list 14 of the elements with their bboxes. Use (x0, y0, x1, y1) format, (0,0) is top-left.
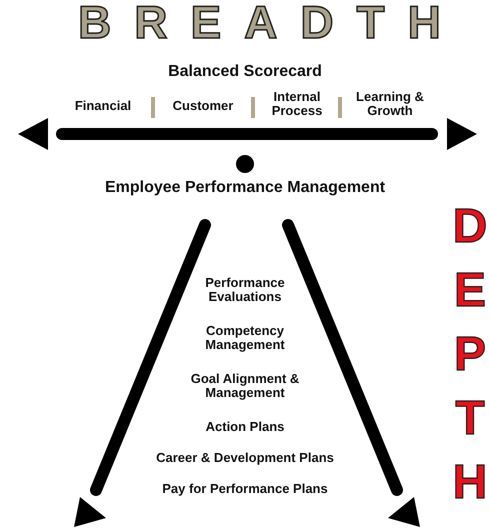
heading: Employee Performance Management (104, 180, 386, 197)
list-item: Goal Alignment & Management (190, 372, 300, 400)
category-label: Customer (172, 99, 234, 113)
list-item: Performance Evaluations (204, 276, 286, 304)
list-item: Action Plans (204, 420, 286, 434)
category-label: Learning & Growth (355, 90, 425, 118)
list-item: Pay for Performance Plans (161, 482, 329, 496)
category-label: Internal Process (270, 90, 324, 118)
category-label: Financial (74, 99, 132, 113)
heading: Balanced Scorecard (167, 64, 323, 81)
vertical-heading: DEPTH (452, 199, 488, 511)
title: BREADTH (77, 0, 455, 46)
list-item: Competency Management (204, 324, 286, 352)
list-item: Career & Development Plans (155, 451, 335, 465)
